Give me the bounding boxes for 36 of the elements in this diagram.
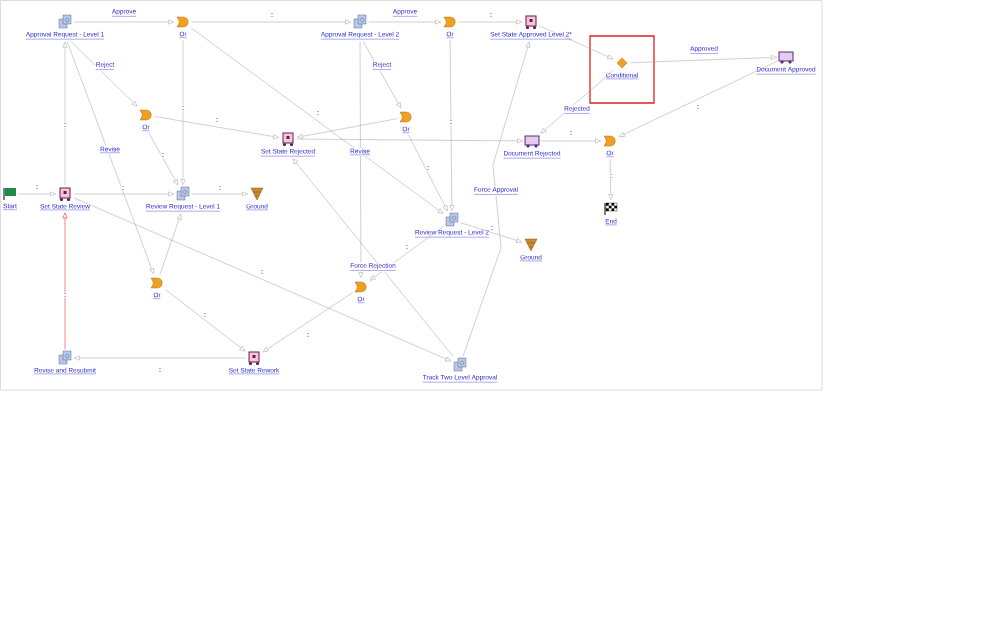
arrow	[362, 41, 402, 109]
arrow	[630, 55, 777, 63]
arrow	[148, 132, 179, 186]
arrow	[608, 158, 614, 200]
arrow	[618, 60, 778, 137]
arrow	[296, 138, 523, 144]
arrow	[540, 138, 601, 144]
arrow	[18, 191, 56, 197]
arrow	[297, 118, 398, 139]
arrow	[368, 19, 441, 25]
arrow	[73, 197, 452, 362]
arrow	[154, 116, 279, 139]
arrow	[191, 19, 351, 25]
arrow	[358, 41, 364, 278]
arrow	[449, 39, 455, 211]
arrow	[460, 222, 522, 243]
arrow	[159, 213, 182, 275]
arrow	[62, 212, 68, 350]
arrow	[180, 39, 186, 185]
arrow	[191, 28, 444, 214]
arrow	[539, 25, 614, 60]
arrow	[369, 226, 444, 281]
arrow	[73, 191, 174, 197]
arrow	[74, 355, 246, 361]
arrow	[191, 191, 248, 197]
arrow	[66, 41, 155, 274]
arrow	[70, 40, 138, 107]
arrow	[462, 41, 531, 357]
arrow	[262, 292, 353, 353]
arrow	[540, 70, 614, 134]
arrow	[165, 289, 246, 352]
arrow	[458, 19, 522, 25]
arrow	[408, 134, 448, 212]
arrow	[62, 41, 68, 186]
arrow	[73, 19, 174, 25]
arrow	[292, 158, 454, 357]
